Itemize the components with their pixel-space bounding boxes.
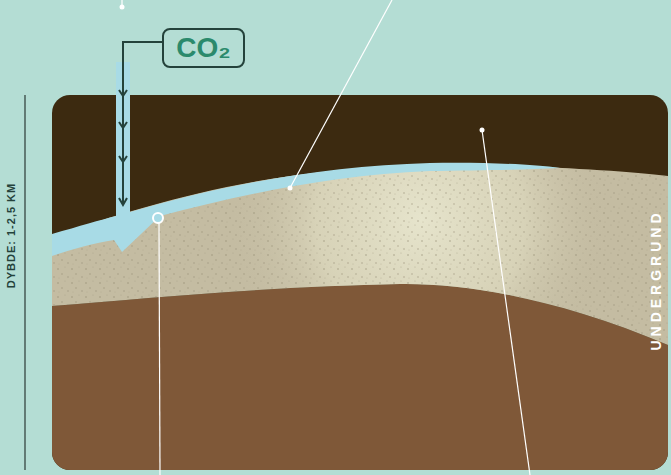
base-rock — [52, 284, 668, 470]
layer-label: UNDERGRUND — [649, 209, 663, 350]
flow-line — [123, 42, 162, 205]
depth-bar — [24, 95, 25, 470]
leader-lines — [122, 0, 530, 475]
node-text: CO₂ — [176, 34, 230, 62]
label-box: CO₂ — [162, 28, 245, 68]
flow-arrows — [119, 90, 127, 205]
leader-dots — [120, 5, 485, 191]
depth-label: DYBDE: 1-2,5 KM — [7, 182, 18, 287]
cap-rock — [52, 95, 668, 470]
sand-texture — [52, 166, 668, 345]
leader-ring — [153, 213, 163, 223]
reservoir-glow — [52, 166, 668, 345]
reservoir-sand — [52, 166, 668, 345]
